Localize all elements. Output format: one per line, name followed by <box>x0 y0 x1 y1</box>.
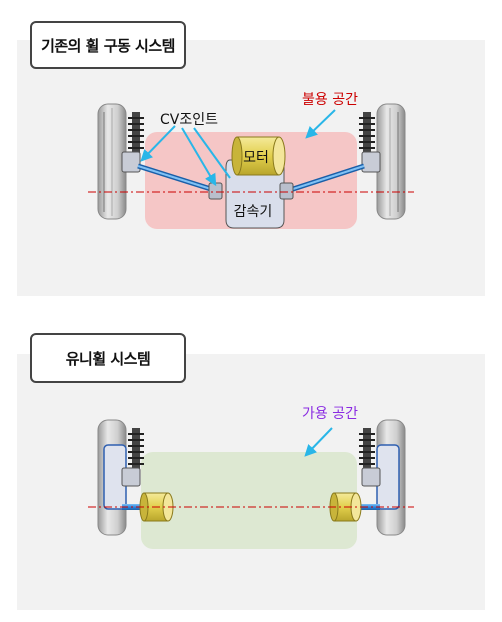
right-suspension <box>359 112 381 173</box>
right-wheel <box>376 103 406 220</box>
unused-space-pointer <box>305 109 336 139</box>
right-cv-joint <box>279 182 294 200</box>
usable-space-area <box>141 452 357 549</box>
right-wheel-uniwheel <box>376 419 406 536</box>
drive-shafts <box>137 163 365 193</box>
cv-joint-pointers <box>140 125 231 187</box>
unused-space-label: 불용 공간 <box>302 92 358 108</box>
usable-space-pointer <box>304 427 333 457</box>
cv-joint-label: CV조인트 <box>160 112 218 128</box>
left-cv-joint <box>208 182 223 200</box>
motor <box>231 136 286 176</box>
reducer-label: 감속기 <box>234 204 273 220</box>
right-suspension-uniwheel <box>359 428 381 487</box>
motor-label: 모터 <box>243 150 269 166</box>
bottom-title: 유니휠 시스템 <box>30 333 186 383</box>
usable-space-label: 가용 공간 <box>302 406 358 422</box>
left-suspension <box>121 112 144 173</box>
top-title: 기존의 휠 구동 시스템 <box>30 21 186 69</box>
left-suspension-uniwheel <box>121 428 144 487</box>
